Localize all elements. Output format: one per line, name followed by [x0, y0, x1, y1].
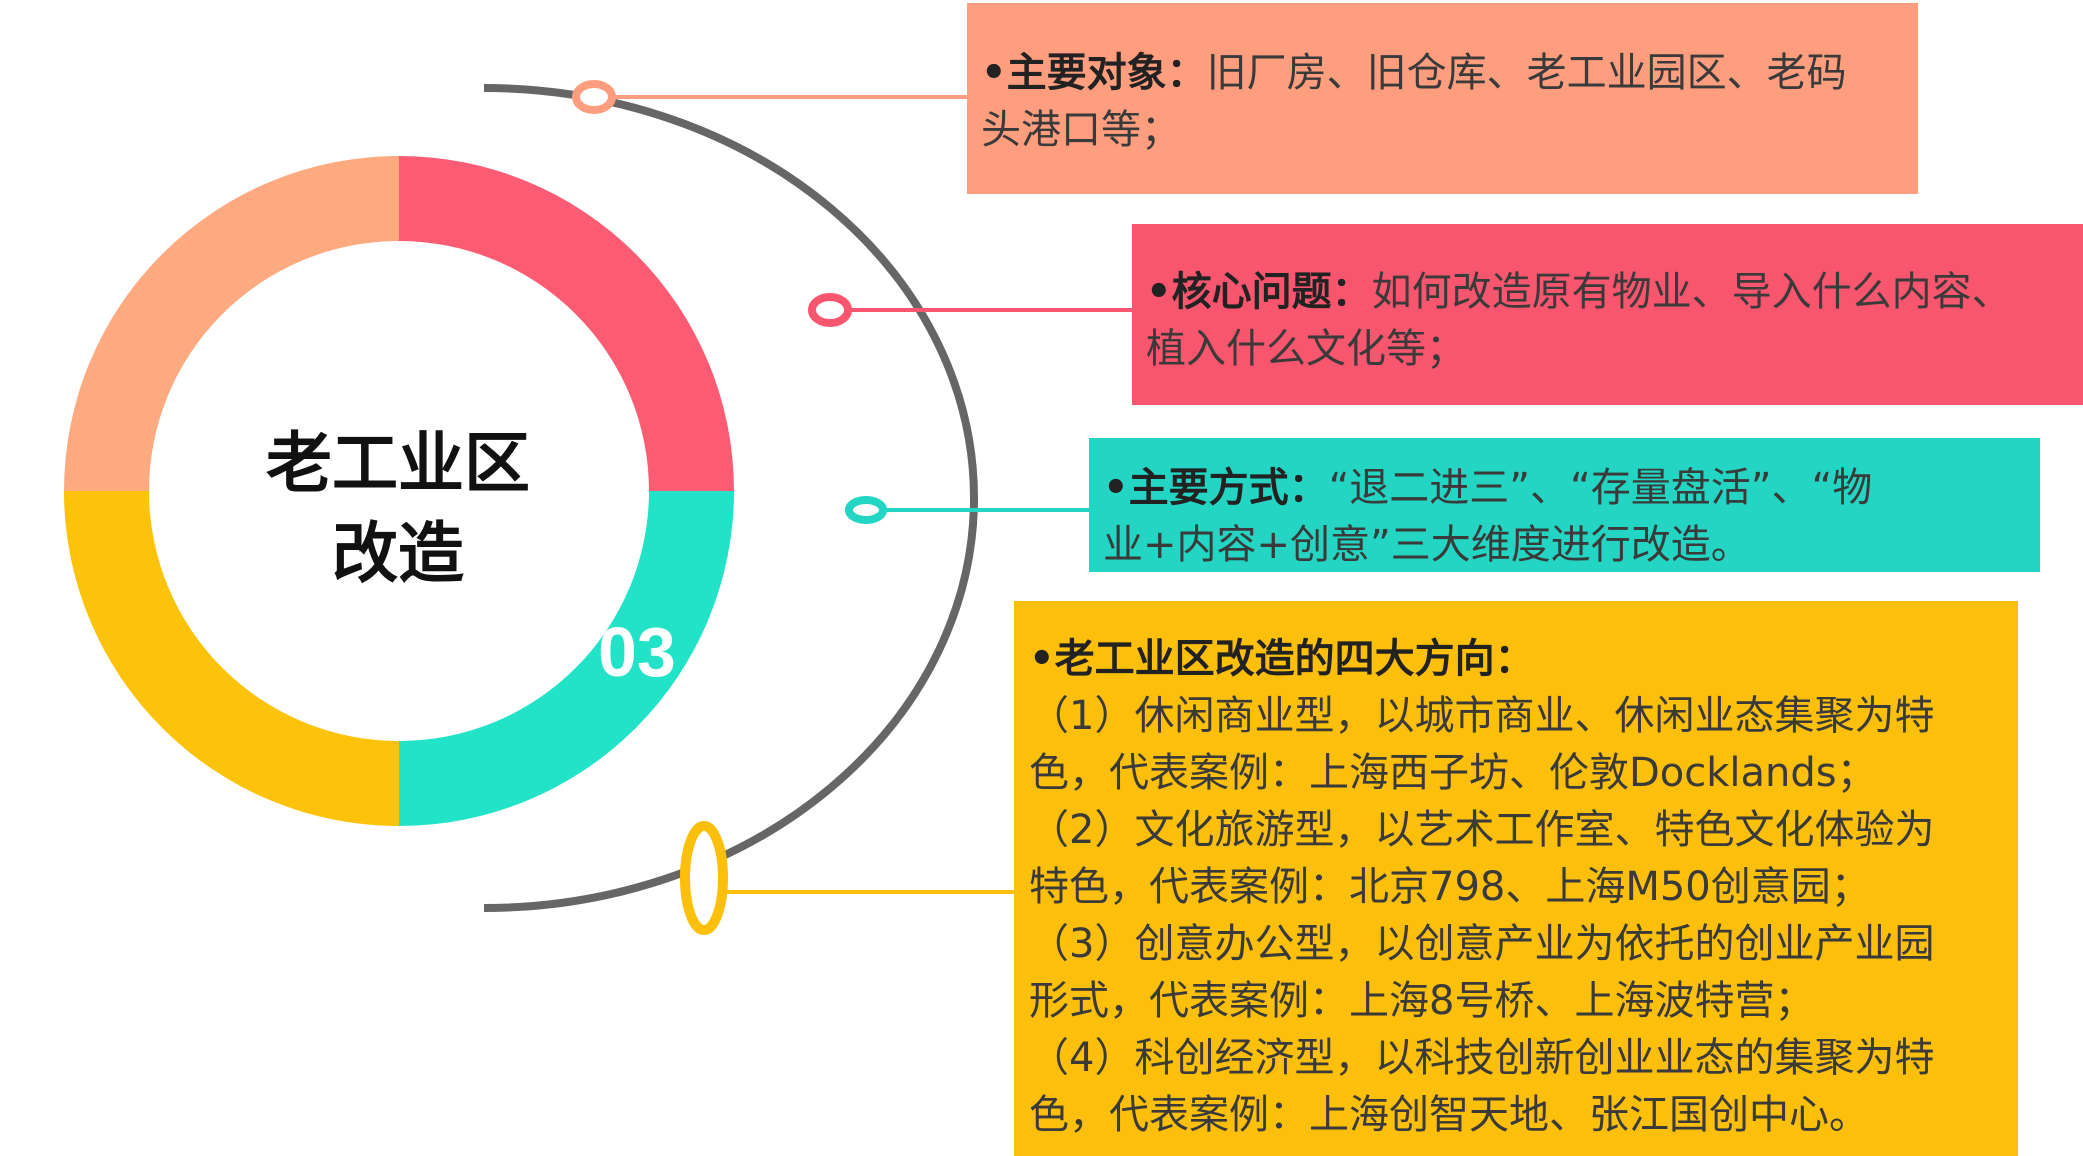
box-core-questions-text2: 植入什么文化等；: [1146, 326, 1466, 372]
direction-line: 特色，代表案例：北京798、上海M50创意园；: [1029, 864, 1871, 910]
ring-segment-yellow: [64, 491, 399, 826]
ring-segment-salmon: [64, 156, 399, 491]
box-core-questions-line1: •核心问题：如何改造原有物业、导入什么内容、: [1146, 264, 2069, 321]
connector-node-core: [808, 293, 852, 327]
connector-node-methods: [845, 496, 887, 524]
direction-line: 色，代表案例：上海西子坊、伦敦Docklands；: [1029, 750, 1877, 796]
box-main-methods-label: •主要方式：: [1103, 465, 1329, 511]
box-main-methods-text1: “退二进三”、“存量盘活”、“物: [1328, 465, 1873, 511]
direction-line: （2）文化旅游型，以艺术工作室、特色文化体验为: [1029, 807, 1935, 853]
ring-segment-pink: [399, 156, 734, 491]
center-title-line1: 老工业区: [266, 425, 530, 502]
box-core-questions: •核心问题：如何改造原有物业、导入什么内容、 植入什么文化等；: [1132, 224, 2083, 405]
box-core-questions-label: •核心问题：: [1146, 269, 1372, 315]
center-title-line2: 改造: [332, 515, 464, 592]
direction-line: （1）休闲商业型，以城市商业、休闲业态集聚为特: [1029, 693, 1935, 739]
connector-node-directions: [680, 821, 728, 935]
section-number: 03: [598, 613, 676, 691]
box-four-directions-label: •老工业区改造的四大方向：: [1029, 636, 1535, 682]
box-main-objects-text1: 旧厂房、旧仓库、老工业园区、老码: [1206, 50, 1847, 96]
box-main-objects-text2: 头港口等；: [981, 107, 1181, 153]
direction-line: （4）科创经济型，以科技创新创业业态的集聚为特: [1029, 1035, 1935, 1081]
box-main-objects-label: •主要对象：: [981, 50, 1207, 96]
box-core-questions-text1: 如何改造原有物业、导入什么内容、: [1371, 269, 2012, 315]
box-four-directions: •老工业区改造的四大方向： （1）休闲商业型，以城市商业、休闲业态集聚为特 色，…: [1014, 601, 2018, 1156]
direction-line: （3）创意办公型，以创意产业为依托的创业产业园: [1029, 921, 1935, 967]
direction-line: 色，代表案例：上海创智天地、张江国创中心。: [1029, 1092, 1869, 1138]
ring-segment-teal: [399, 491, 734, 826]
direction-line: 形式，代表案例：上海8号桥、上海波特营；: [1029, 978, 1815, 1024]
box-main-methods-text2: 业+内容+创意”三大维度进行改造。: [1103, 522, 1751, 568]
box-main-objects-line1: •主要对象：旧厂房、旧仓库、老工业园区、老码: [981, 45, 1904, 102]
connector-node-objects: [572, 80, 616, 114]
box-main-methods: •主要方式：“退二进三”、“存量盘活”、“物 业+内容+创意”三大维度进行改造。: [1089, 438, 2040, 572]
box-main-objects: •主要对象：旧厂房、旧仓库、老工业园区、老码 头港口等；: [967, 3, 1918, 194]
box-main-methods-line1: •主要方式：“退二进三”、“存量盘活”、“物: [1103, 460, 2026, 517]
